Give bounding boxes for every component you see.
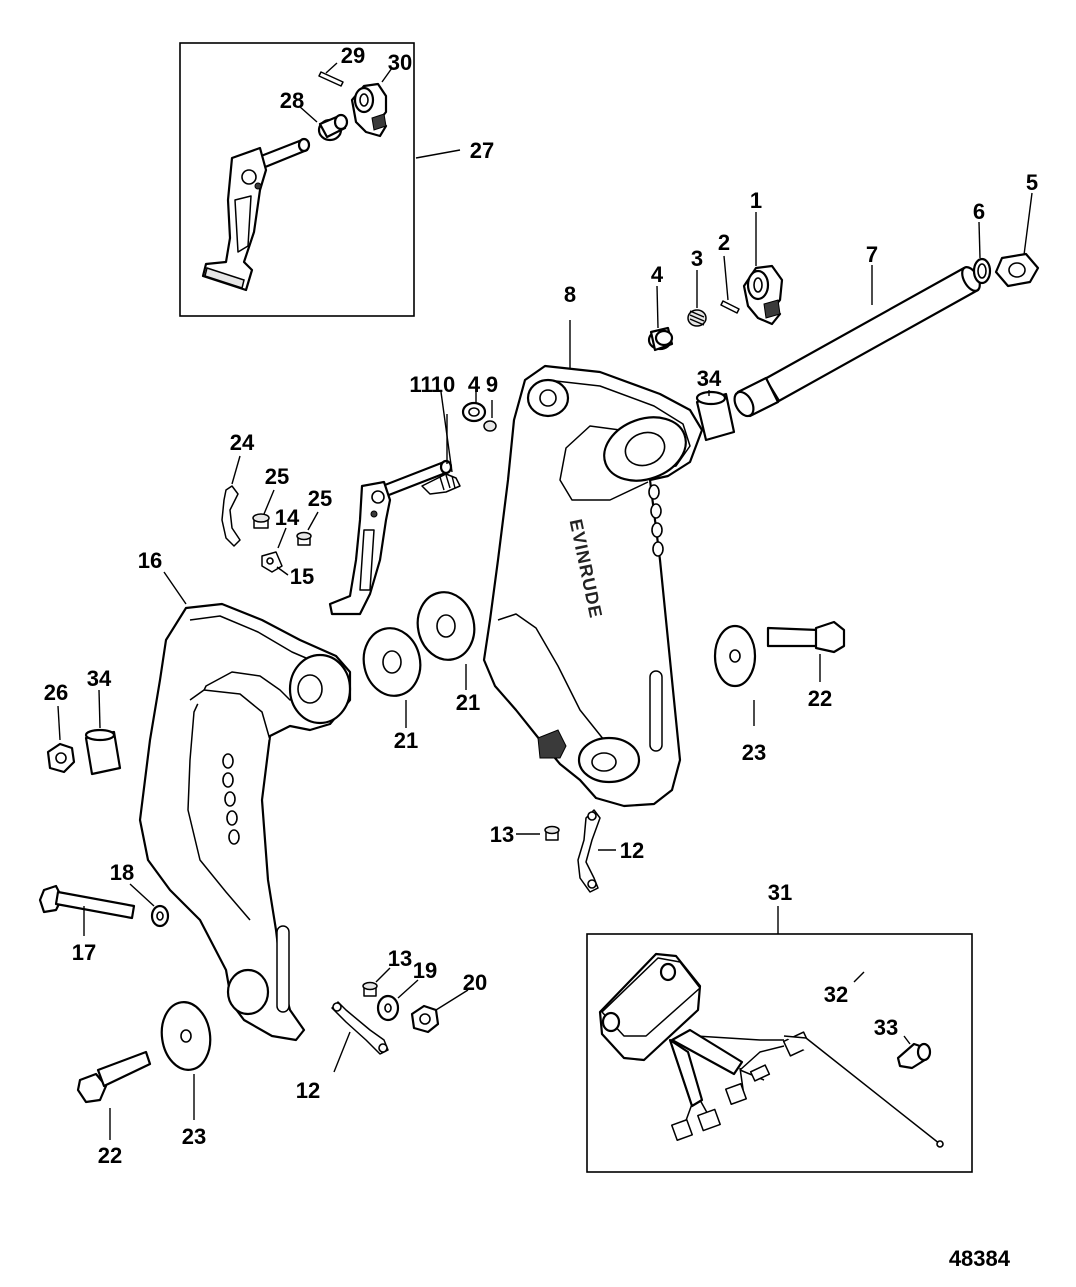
callout-22-right: 22	[808, 686, 832, 711]
callout-17: 17	[72, 940, 96, 965]
callout-14: 14	[275, 505, 300, 530]
screw-13-lower	[362, 981, 378, 997]
washer-23-bottom	[160, 1001, 212, 1071]
callout-30: 30	[388, 50, 412, 75]
washer-23-right	[713, 624, 757, 688]
screw-13-upper	[544, 825, 560, 841]
clip-12-lower	[331, 1001, 389, 1055]
roll-pin-29	[318, 71, 344, 87]
inset-tilt-lock-pedal: 29 30 28 27	[179, 42, 494, 317]
callout-18: 18	[110, 860, 134, 885]
trim-sender-unit-32	[598, 952, 944, 1148]
callout-3: 3	[691, 246, 703, 271]
plug-33	[896, 1042, 932, 1070]
bushing-4-top	[647, 326, 674, 352]
callout-34-top: 34	[697, 366, 722, 391]
inset-frame-pedal	[179, 42, 415, 317]
callout-5: 5	[1026, 170, 1038, 195]
bushing-34-top	[695, 390, 736, 442]
callout-13-upper: 13	[490, 822, 514, 847]
callout-34-left: 34	[87, 666, 112, 691]
clip-12-upper	[577, 809, 601, 893]
callout-9: 9	[486, 372, 498, 397]
spring-10	[421, 473, 461, 495]
callout-29: 29	[341, 43, 365, 68]
callout-24: 24	[230, 430, 255, 455]
nut-20	[410, 1004, 440, 1034]
bolt-22-bottom	[76, 1050, 152, 1104]
callout-22-bottom: 22	[98, 1143, 122, 1168]
nut-26	[46, 742, 76, 774]
callout-20: 20	[463, 970, 487, 995]
clamp-bracket-starboard-8: EVINRUDE 8	[482, 282, 704, 808]
callout-25-right: 25	[308, 486, 332, 511]
washer-21-left	[362, 627, 422, 697]
tilt-lock-lever-11	[328, 459, 453, 616]
tilt-tube-assembly: 5 6 7 1 2 3 4 34	[647, 170, 1040, 442]
inset-frame-harness	[586, 933, 973, 1173]
callout-15: 15	[290, 564, 314, 589]
lever-1	[742, 264, 784, 326]
callout-23-bottom: 23	[182, 1124, 206, 1149]
callout-21-left: 21	[394, 728, 418, 753]
callout-28: 28	[280, 88, 304, 113]
callout-6: 6	[973, 199, 985, 224]
clamp-bracket-port-16: 16	[138, 548, 352, 1042]
callout-10: 10	[431, 372, 455, 397]
washer-21-right	[416, 591, 476, 661]
lever-30	[350, 82, 388, 138]
tilt-lock-pedal-part	[201, 137, 311, 292]
callout-27: 27	[470, 138, 494, 163]
callout-16: 16	[138, 548, 162, 573]
callout-13-lower: 13	[388, 946, 412, 971]
callout-8: 8	[564, 282, 576, 307]
callout-12-upper: 12	[620, 838, 644, 863]
slot-port	[276, 925, 290, 1013]
callout-21-right: 21	[456, 690, 480, 715]
slot	[649, 670, 663, 752]
callout-31: 31	[768, 880, 792, 905]
retainer-14	[261, 551, 283, 573]
washer-19	[376, 994, 400, 1022]
screw-25-right	[296, 531, 312, 546]
screw-25-left	[252, 513, 270, 529]
adjustment-holes-port	[222, 753, 240, 845]
washer-18	[150, 904, 170, 928]
callout-7: 7	[866, 242, 878, 267]
callout-32: 32	[824, 982, 848, 1007]
inset-trim-sender: 31	[586, 880, 973, 1173]
callout-1: 1	[750, 188, 762, 213]
roll-pin-2	[720, 300, 740, 314]
spring-3	[687, 309, 707, 327]
nut-5	[994, 252, 1040, 288]
callout-4-top: 4	[651, 262, 664, 287]
washer-6	[972, 257, 992, 285]
bushing-28	[317, 113, 349, 142]
callout-23-right: 23	[742, 740, 766, 765]
adjustment-holes-starboard	[648, 484, 664, 557]
callout-11: 11	[409, 372, 432, 397]
callout-2: 2	[718, 230, 730, 255]
bushing-4-mid	[461, 401, 487, 423]
figure-number: 48384	[949, 1246, 1011, 1271]
bolt-22-right	[766, 620, 846, 654]
tilt-tube-7	[733, 266, 981, 418]
callout-12-lower: 12	[296, 1078, 320, 1103]
callout-25-left: 25	[265, 464, 289, 489]
callout-4-mid: 4	[468, 372, 481, 397]
callout-19: 19	[413, 958, 437, 983]
callout-33: 33	[874, 1015, 898, 1040]
bolt-17	[38, 884, 136, 920]
set-screw-9	[483, 420, 497, 432]
clip-24	[221, 485, 241, 547]
bushing-34-left	[84, 728, 122, 776]
callout-26: 26	[44, 680, 68, 705]
